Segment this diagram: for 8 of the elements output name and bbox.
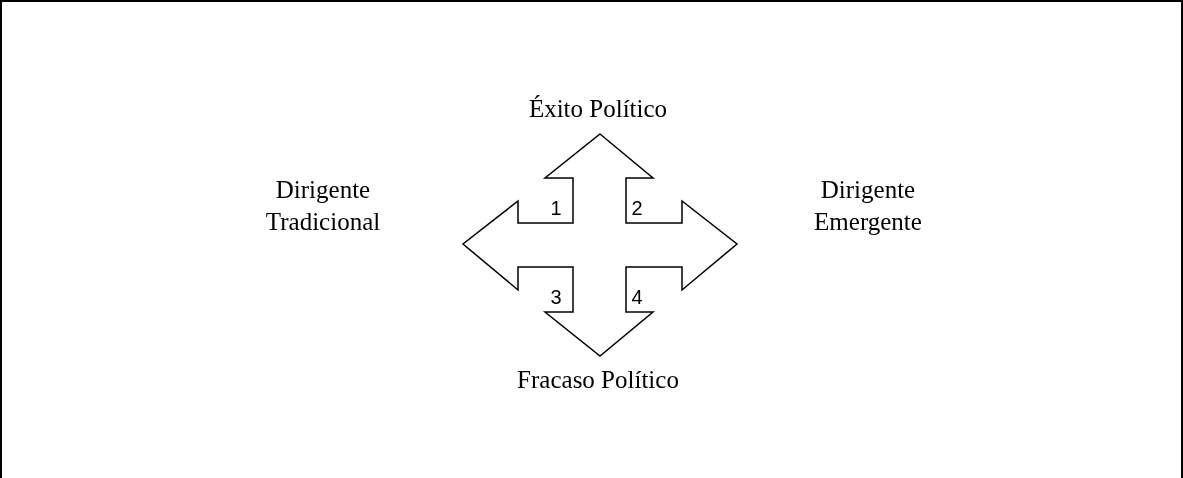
quadrant-number: 2 — [631, 196, 643, 220]
node-label: Fracaso Político — [488, 364, 708, 396]
node-label: Dirigente Emergente — [778, 174, 958, 238]
quadrant-number: 3 — [550, 285, 562, 309]
node-label: Dirigente Tradicional — [233, 174, 413, 238]
quadrant-number: 1 — [550, 196, 562, 220]
node-label: Éxito Político — [488, 93, 708, 125]
quadrant-number: 4 — [631, 285, 643, 309]
